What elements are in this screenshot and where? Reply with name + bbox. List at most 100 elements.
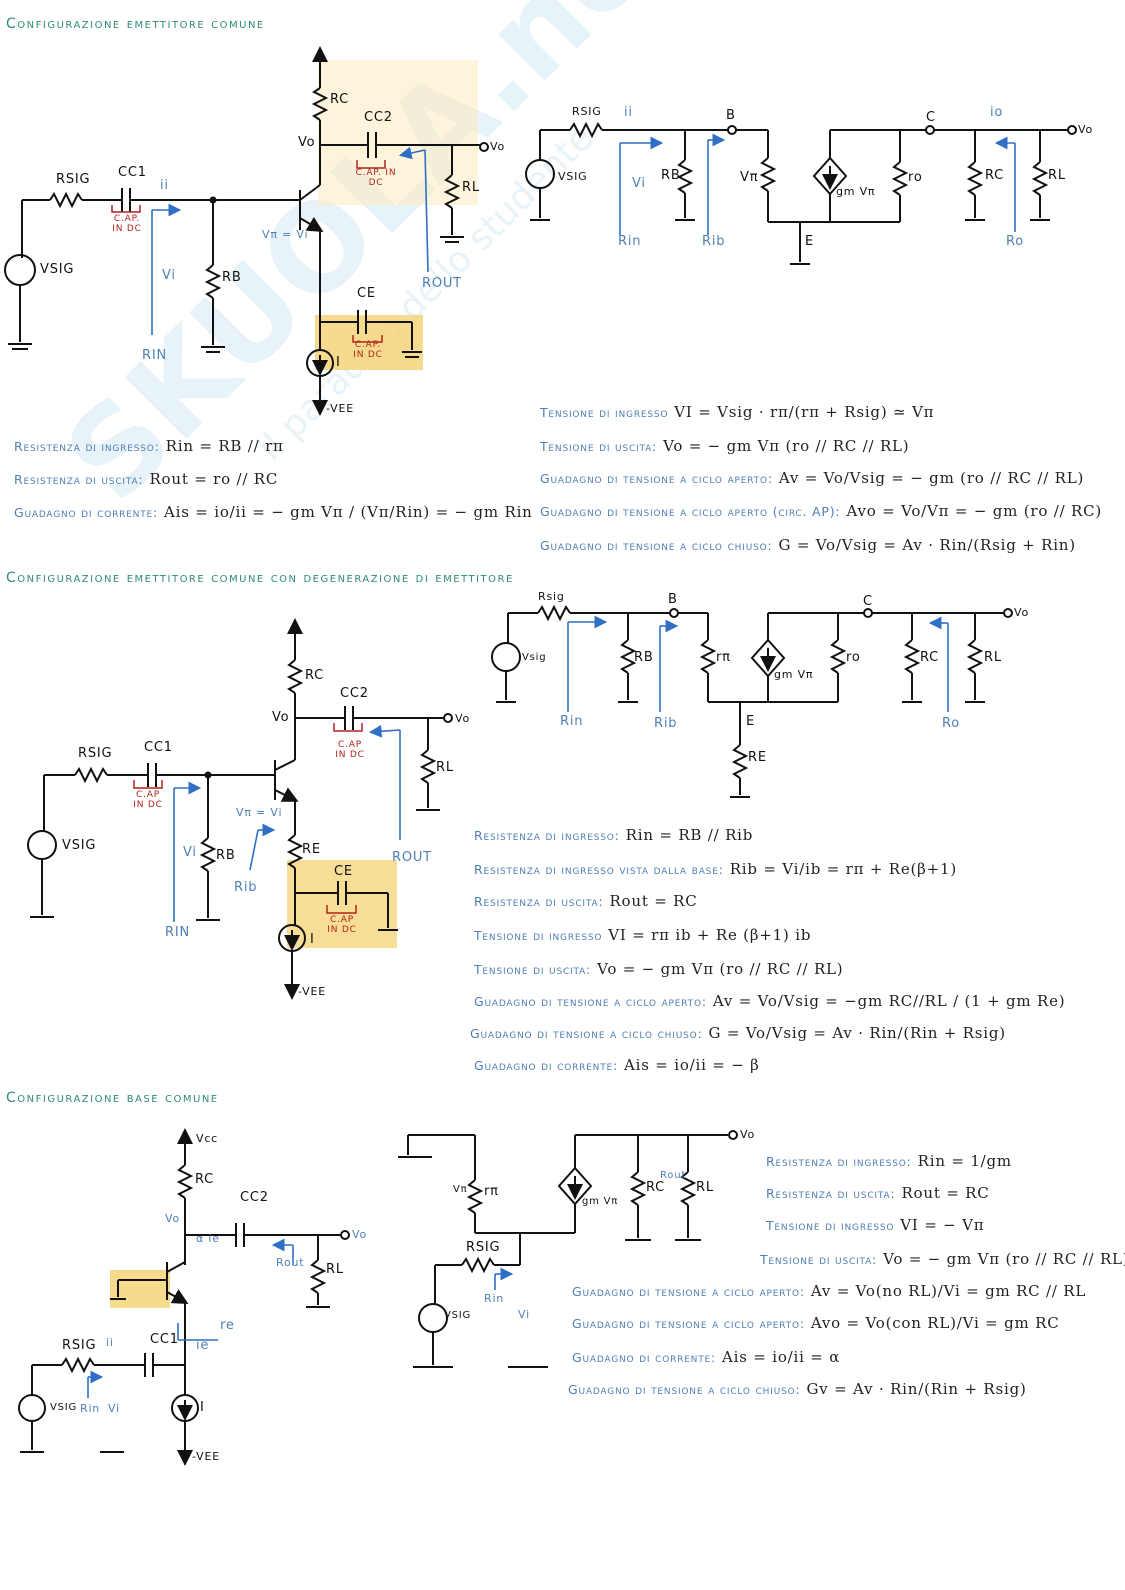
degen-label-ce: CE bbox=[334, 864, 353, 879]
degen-formula-5: Guadagno di tensione a ciclo aperto:Av =… bbox=[474, 992, 1066, 1010]
ss-label-rl: RL bbox=[1048, 168, 1066, 183]
degen-label-cc1: CC1 bbox=[144, 740, 173, 755]
cb-ss-vsig: VSIG bbox=[444, 1310, 472, 1321]
cap-note-ce: C.AP. IN DC bbox=[353, 340, 383, 360]
cb-label-alpha-ie: α ie bbox=[196, 1232, 220, 1245]
cb-label-vo-output: Vo bbox=[352, 1228, 368, 1241]
degen-label-rc: RC bbox=[305, 668, 325, 683]
degen-label-rb: RB bbox=[216, 848, 236, 863]
degen-formula-1: Resistenza di ingresso vista dalla base:… bbox=[474, 860, 958, 878]
degen-label-vi: Vi bbox=[183, 845, 197, 860]
label-vo-node: Vo bbox=[298, 135, 316, 150]
ss-label-vpi: Vπ bbox=[740, 170, 759, 185]
degen-label-rsig: RSIG bbox=[78, 746, 113, 761]
cap-note-cc1: C.AP. IN DC bbox=[112, 214, 142, 234]
degen-ss-rib: Rib bbox=[654, 716, 678, 731]
cb-ss-vo: Vo bbox=[740, 1128, 756, 1141]
degen-label-rout: ROUT bbox=[392, 850, 432, 865]
cb-label-cc1: CC1 bbox=[150, 1332, 179, 1347]
cb-ss-rin: Rin bbox=[484, 1292, 505, 1305]
cb-label-rout: Rout bbox=[276, 1256, 305, 1269]
section-title-common-emitter: Configurazione emettitore comune bbox=[6, 16, 265, 32]
cb-formula-5: Guadagno di tensione a ciclo aperto:Avo … bbox=[572, 1314, 1060, 1332]
label-rout: ROUT bbox=[422, 276, 462, 291]
ss-label-rb: RB bbox=[661, 168, 681, 183]
degen-ss-rin: Rin bbox=[560, 714, 584, 729]
label-vo-output: Vo bbox=[490, 140, 506, 153]
ss-label-c: C bbox=[926, 110, 936, 125]
cb-formula-3: Tensione di uscita:Vo = − gm Vπ (ro // R… bbox=[760, 1250, 1125, 1268]
degen-ss-ro: ro bbox=[846, 650, 861, 665]
degen-ss-ro-arrow: Ro bbox=[942, 716, 961, 731]
cb-label-rsig: RSIG bbox=[62, 1338, 97, 1353]
ce-formula-current-gain: Guadagno di corrente:Ais = io/ii = − gm … bbox=[14, 503, 533, 521]
degen-label-cc2: CC2 bbox=[340, 686, 369, 701]
ss-label-io: io bbox=[990, 105, 1004, 120]
degen-cap-note-cc1: C.AP IN DC bbox=[133, 790, 163, 810]
degen-cap-note-cc2: C.AP IN DC bbox=[335, 740, 365, 760]
ss-label-rin: Rin bbox=[618, 234, 642, 249]
degen-ss-vo: Vo bbox=[1014, 606, 1030, 619]
cb-label-vcc: Vcc bbox=[196, 1132, 219, 1145]
cb-formula-0: Resistenza di ingresso:Rin = 1/gm bbox=[766, 1152, 1012, 1170]
cb-ss-rpi: rπ bbox=[484, 1184, 499, 1199]
label-vpi-vi: Vπ = Vi bbox=[262, 228, 309, 241]
ss-label-rsig: RSIG bbox=[572, 105, 602, 118]
degen-formula-0: Resistenza di ingresso:Rin = RB // Rib bbox=[474, 826, 754, 844]
degen-ss-rsig: Rsig bbox=[538, 590, 565, 603]
cb-ss-rsig: RSIG bbox=[466, 1240, 501, 1255]
ss-label-b: B bbox=[726, 108, 736, 123]
label-cc2: CC2 bbox=[364, 110, 393, 125]
section-title-common-base: Configurazione base comune bbox=[6, 1090, 219, 1106]
degen-ss-re: RE bbox=[748, 750, 767, 765]
degen-label-rib: Rib bbox=[234, 880, 258, 895]
cb-label-re: re bbox=[220, 1318, 235, 1333]
cb-ss-vi: Vi bbox=[518, 1308, 530, 1321]
degen-cap-note-ce: C.AP IN DC bbox=[327, 915, 357, 935]
label-rin: RIN bbox=[142, 348, 167, 363]
cb-formula-6: Guadagno di corrente:Ais = io/ii = α bbox=[572, 1348, 841, 1366]
ss-label-rib: Rib bbox=[702, 234, 726, 249]
label-rsig: RSIG bbox=[56, 172, 91, 187]
ss-label-gm: gm Vπ bbox=[836, 185, 876, 198]
cb-ss-vpi: Vπ bbox=[453, 1184, 468, 1195]
ss-label-vo: Vo bbox=[1078, 123, 1094, 136]
ce-formula-output-voltage: Tensione di uscita:Vo = − gm Vπ (ro // R… bbox=[540, 437, 910, 455]
cb-label-rl: RL bbox=[326, 1262, 344, 1277]
label-vee: -VEE bbox=[326, 402, 354, 415]
degen-label-i: I bbox=[310, 932, 315, 947]
degen-ss-gm: gm Vπ bbox=[774, 668, 814, 681]
ss-label-vsig: VSIG bbox=[558, 170, 588, 183]
cap-note-cc2: C.AP. IN DC bbox=[355, 168, 397, 188]
degen-ss-rc: RC bbox=[920, 650, 940, 665]
degen-ss-rl: RL bbox=[984, 650, 1002, 665]
ce-formula-open-loop-gain: Guadagno di tensione a ciclo aperto:Av =… bbox=[540, 469, 1085, 487]
ce-formula-output-resistance: Resistenza di uscita:Rout = ro // RC bbox=[14, 470, 279, 488]
cb-ss-rc: RC bbox=[646, 1180, 666, 1195]
ce-formula-open-circuit-gain: Guadagno di tensione a ciclo aperto (cir… bbox=[540, 502, 1103, 520]
cb-label-ii: ii bbox=[106, 1336, 114, 1349]
label-ce: CE bbox=[357, 286, 376, 301]
degen-label-vo-output: Vo bbox=[455, 712, 471, 725]
cb-ss-gm: gm Vπ bbox=[582, 1196, 619, 1207]
degen-ss-c: C bbox=[863, 594, 873, 609]
cb-label-rin: Rin bbox=[80, 1402, 101, 1415]
cb-label-cc2: CC2 bbox=[240, 1190, 269, 1205]
cb-label-i: I bbox=[200, 1400, 205, 1415]
degen-label-vee: -VEE bbox=[298, 985, 326, 998]
cb-formula-1: Resistenza di uscita:Rout = RC bbox=[766, 1184, 990, 1202]
cb-label-vee: -VEE bbox=[192, 1450, 220, 1463]
ss-label-rc: RC bbox=[985, 168, 1005, 183]
ss-label-e: E bbox=[805, 234, 815, 249]
degen-label-vpi-vi: Vπ = Vi bbox=[236, 806, 283, 819]
section-title-emitter-degeneration: Configurazione emettitore comune con deg… bbox=[6, 570, 514, 586]
ce-formula-input-resistance: Resistenza di ingresso:Rin = RB // rπ bbox=[14, 437, 284, 455]
degen-label-vsig: VSIG bbox=[62, 838, 97, 853]
degen-ss-e: E bbox=[746, 714, 756, 729]
cb-ss-rl: RL bbox=[696, 1180, 714, 1195]
